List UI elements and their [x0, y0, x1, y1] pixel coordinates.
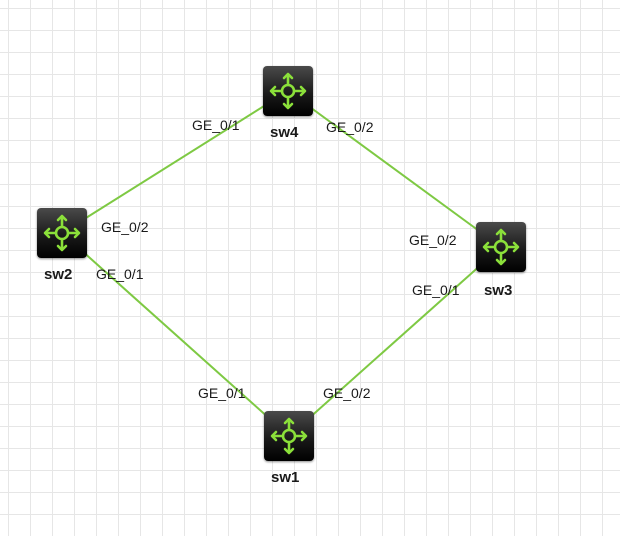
- port-label-sw4-ge0-2: GE_0/2: [326, 119, 374, 135]
- node-label-sw1: sw1: [271, 469, 300, 486]
- link-sw1-sw3[interactable]: [288, 246, 502, 437]
- switch-icon: [269, 72, 307, 110]
- node-label-sw3: sw3: [484, 282, 513, 299]
- switch-sw1[interactable]: [264, 411, 314, 461]
- node-label-sw4: sw4: [270, 124, 299, 141]
- link-sw2-sw1[interactable]: [61, 232, 290, 437]
- port-label-sw2-ge0-1: GE_0/1: [96, 266, 144, 282]
- switch-icon: [270, 417, 308, 455]
- port-label-sw1-ge0-2: GE_0/2: [323, 385, 371, 401]
- port-label-sw1-ge0-1: GE_0/1: [198, 385, 246, 401]
- switch-icon: [482, 228, 520, 266]
- switch-sw2[interactable]: [37, 208, 87, 258]
- link-sw2-sw4[interactable]: [61, 90, 289, 234]
- switch-icon: [43, 214, 81, 252]
- switch-sw3[interactable]: [476, 222, 526, 272]
- port-label-sw4-ge0-1: GE_0/1: [192, 117, 240, 133]
- node-label-sw2: sw2: [44, 266, 73, 283]
- port-label-sw3-ge0-1: GE_0/1: [412, 282, 460, 298]
- port-label-sw3-ge0-2: GE_0/2: [409, 232, 457, 248]
- port-label-sw2-ge0-2: GE_0/2: [101, 219, 149, 235]
- link-sw4-sw3[interactable]: [287, 90, 502, 248]
- switch-sw4[interactable]: [263, 66, 313, 116]
